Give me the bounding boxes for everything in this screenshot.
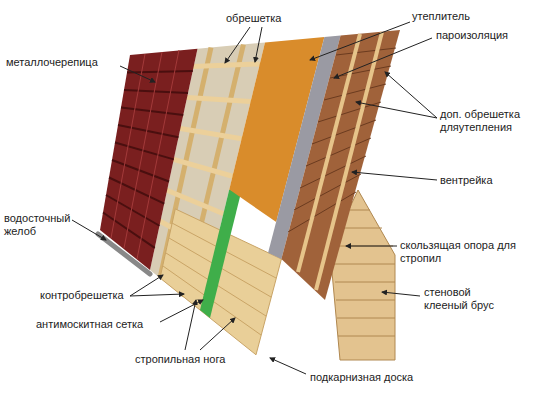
part-label: подкарнизная доска [310, 371, 413, 384]
part-label: стропильная нога [135, 353, 225, 366]
part-label: утеплитель [412, 10, 470, 23]
part-label: водосточный желоб [4, 212, 80, 238]
part-label: контробрешетка [40, 289, 124, 302]
part-label: скользящая опора для стропил [400, 239, 520, 265]
part-label: антимоскитная сетка [36, 318, 143, 331]
metal-tiles [100, 49, 198, 270]
inner-boards [281, 30, 400, 300]
part-label: вентрейка [440, 174, 493, 187]
mosquito-net [200, 190, 241, 318]
part-label: металлочерепица [6, 56, 98, 69]
part-label: обрешетка [226, 12, 281, 25]
part-label: пароизоляция [436, 29, 508, 42]
part-label: стеновой клееный брус [424, 286, 504, 312]
part-label: доп. обрешетка дляутепления [440, 108, 532, 134]
